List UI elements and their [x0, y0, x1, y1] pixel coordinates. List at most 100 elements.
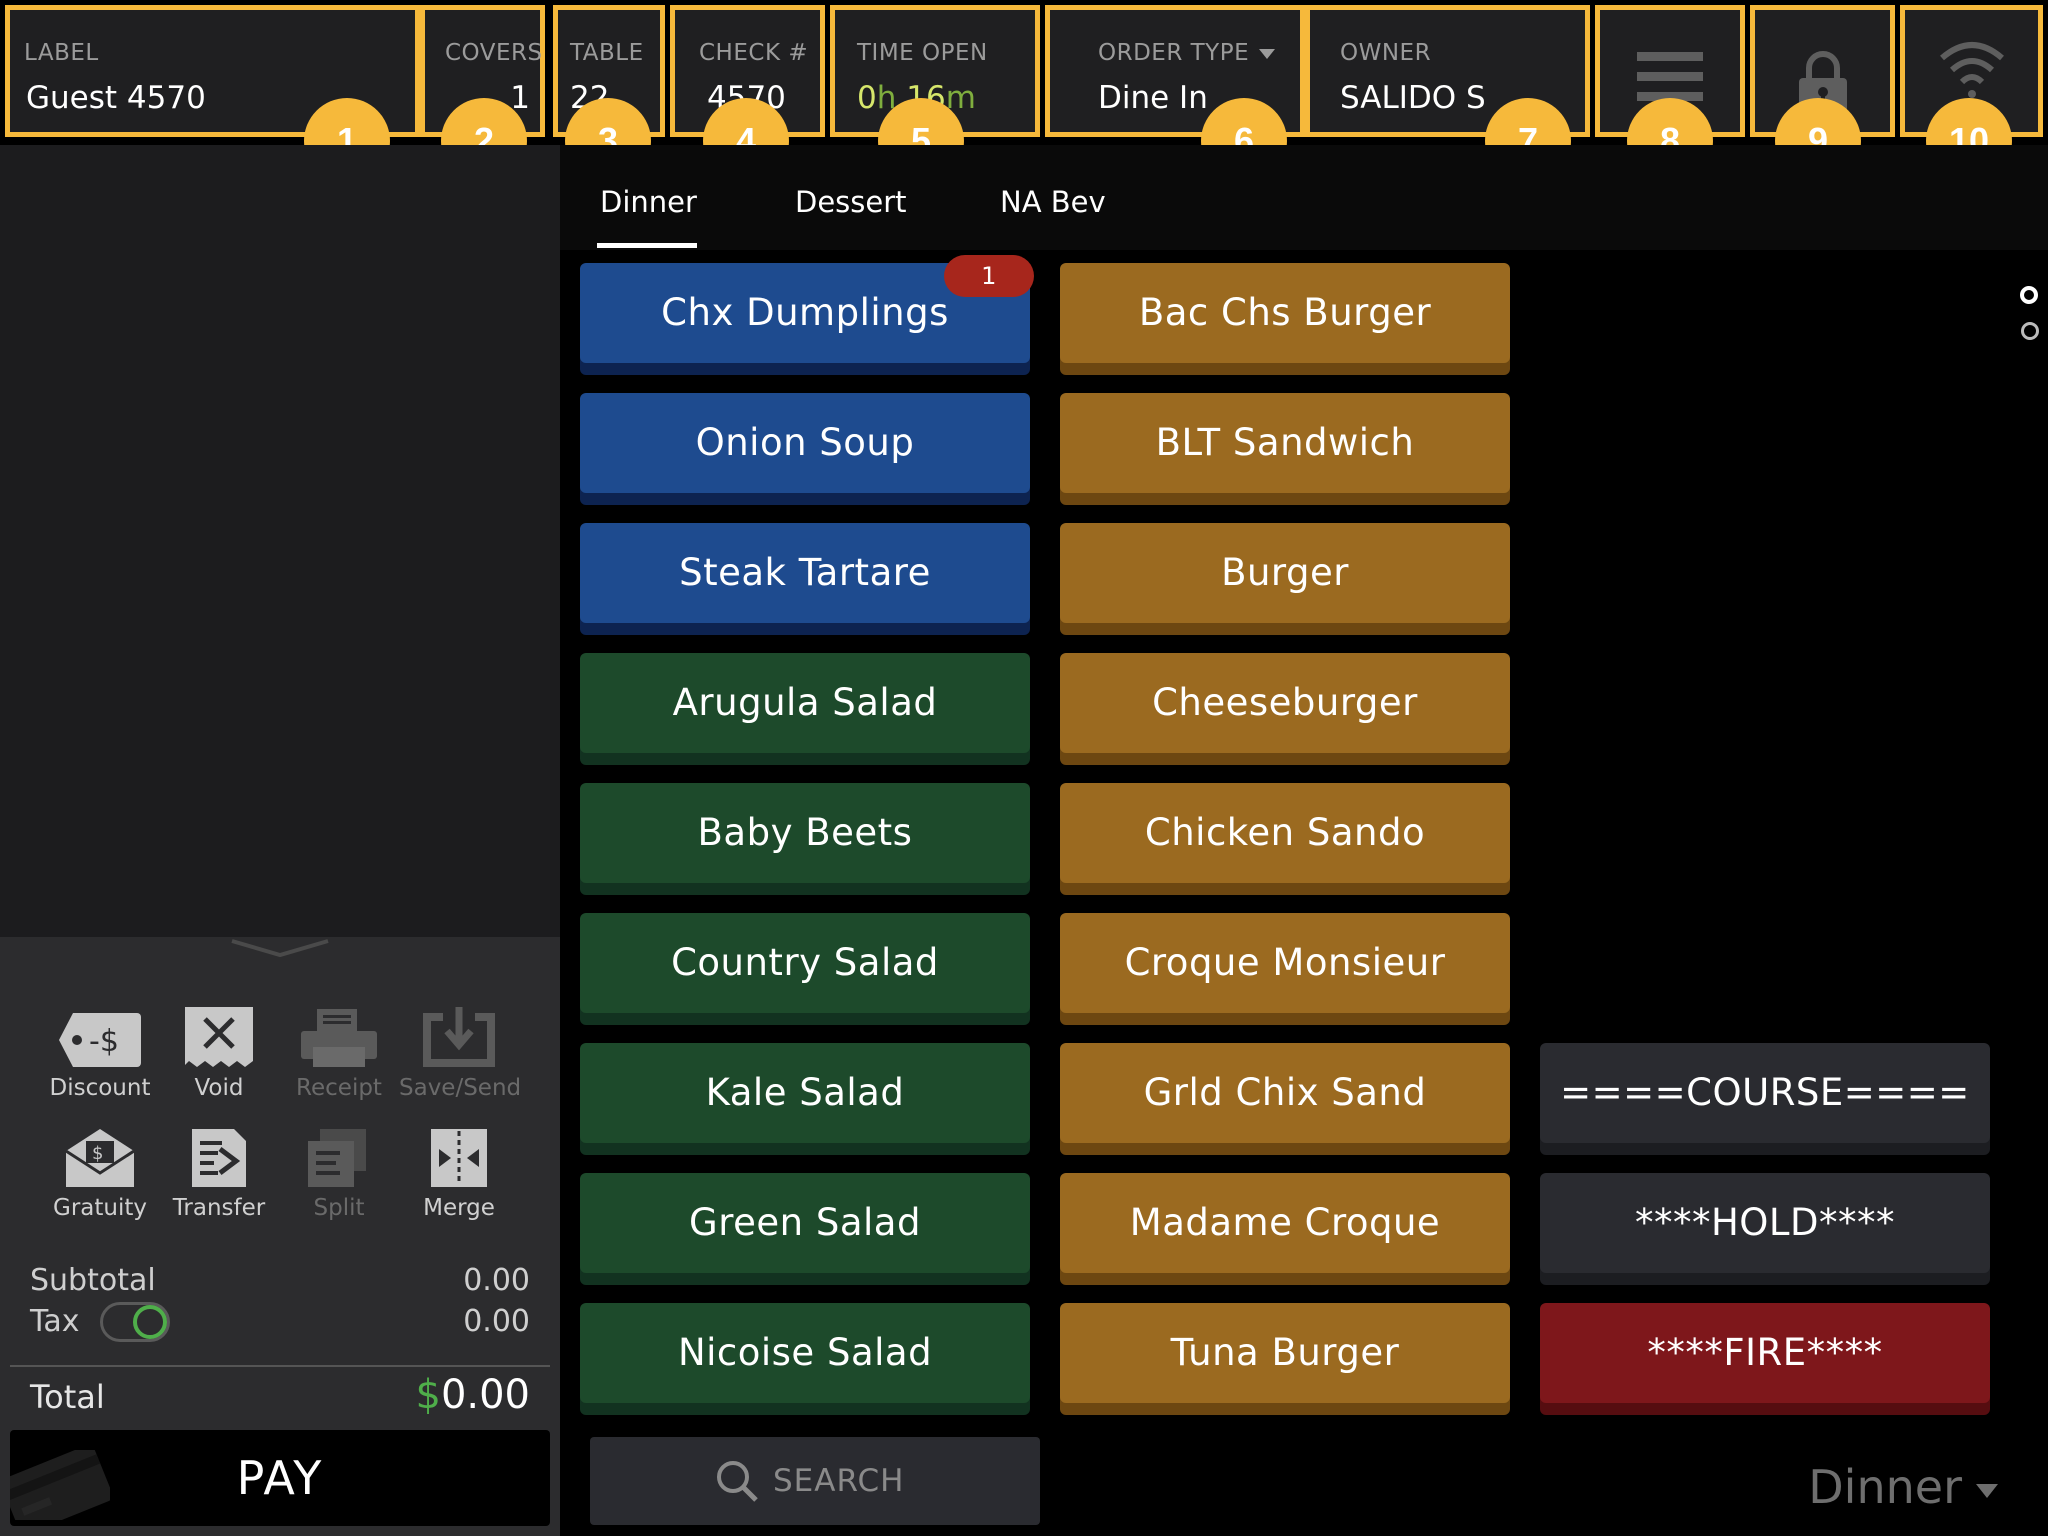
menu-item-grld-chix-sand[interactable]: Grld Chix Sand	[1060, 1043, 1510, 1143]
fire-button[interactable]: ****FIRE****	[1540, 1303, 1990, 1403]
menu-item-label: Chicken Sando	[1144, 811, 1426, 854]
menu-item-label: Grld Chix Sand	[1143, 1071, 1427, 1114]
course-button[interactable]: ====COURSE====	[1540, 1043, 1990, 1143]
chevron-down-icon	[1259, 48, 1276, 59]
currency-symbol: $	[415, 1372, 441, 1418]
menu-item-label: BLT Sandwich	[1155, 421, 1415, 464]
save-send-button[interactable]: Save/Send	[399, 989, 521, 1101]
gratuity-envelope-icon: $	[65, 1129, 135, 1187]
gratuity-button[interactable]: $ Gratuity	[40, 1109, 160, 1221]
merge-button[interactable]: Merge	[399, 1109, 519, 1221]
page-indicator-2[interactable]	[2021, 322, 2039, 340]
page-indicator-1[interactable]	[2020, 286, 2038, 304]
save-send-icon	[423, 1007, 495, 1067]
time-open-title: TIME OPEN	[857, 40, 988, 66]
menu-item-country-salad[interactable]: Country Salad	[580, 913, 1030, 1013]
split-document-icon	[308, 1129, 366, 1187]
subtotal-row: Subtotal 0.00	[30, 1263, 530, 1298]
total-value: 0.00	[440, 1372, 530, 1418]
label-field[interactable]: LABEL Guest 4570	[5, 5, 420, 137]
receipt-label: Receipt	[296, 1075, 382, 1101]
menu-item-label: Steak Tartare	[679, 551, 931, 594]
collapse-handle-icon[interactable]	[230, 937, 330, 961]
menu-item-steak-tartare[interactable]: Steak Tartare	[580, 523, 1030, 623]
check-header: LABEL Guest 4570 COVERS 1 TABLE 22 CHECK…	[0, 0, 2048, 184]
split-label: Split	[313, 1195, 365, 1221]
menu-item-chicken-sando[interactable]: Chicken Sando	[1060, 783, 1510, 883]
discount-button[interactable]: -$ Discount	[40, 989, 160, 1101]
label-value: Guest 4570	[26, 80, 206, 116]
totals-divider	[10, 1365, 550, 1367]
menu-item-label: Cheeseburger	[1152, 681, 1418, 724]
table-title: TABLE	[570, 40, 644, 66]
time-hours-unit: h	[876, 80, 897, 116]
menu-item-label: Baby Beets	[697, 811, 913, 854]
quantity-badge: 1	[944, 255, 1034, 297]
label-title: LABEL	[24, 40, 99, 66]
transfer-button[interactable]: Transfer	[159, 1109, 279, 1221]
menu-item-label: Arugula Salad	[672, 681, 938, 724]
menu-item-label: Country Salad	[671, 941, 939, 984]
menu-item-kale-salad[interactable]: Kale Salad	[580, 1043, 1030, 1143]
wifi-status[interactable]	[1900, 5, 2043, 137]
tab-na-bev[interactable]: NA Bev	[1000, 185, 1106, 219]
menu-item-nicoise-salad[interactable]: Nicoise Salad	[580, 1303, 1030, 1403]
time-hours: 0	[857, 80, 877, 116]
menu-item-label: Bac Chs Burger	[1138, 291, 1432, 334]
menu-item-label: ====COURSE====	[1560, 1071, 1970, 1114]
menu-item-label: Chx Dumplings	[661, 291, 949, 334]
hold-button[interactable]: ****HOLD****	[1540, 1173, 1990, 1273]
menu-item-label: Kale Salad	[705, 1071, 905, 1114]
menu-item-bac-chs-burger[interactable]: Bac Chs Burger	[1060, 263, 1510, 363]
covers-title: COVERS	[445, 40, 543, 66]
menu-item-chx-dumplings[interactable]: Chx Dumplings 1	[580, 255, 1034, 363]
menu-item-tuna-burger[interactable]: Tuna Burger	[1060, 1303, 1510, 1403]
svg-text:$: $	[92, 1143, 103, 1164]
order-type-value: Dine In	[1098, 80, 1208, 116]
menu-item-label: Nicoise Salad	[677, 1331, 933, 1374]
menu-item-burger[interactable]: Burger	[1060, 523, 1510, 623]
printer-icon	[301, 1009, 377, 1067]
menu-item-cheeseburger[interactable]: Cheeseburger	[1060, 653, 1510, 753]
menu-item-blt-sandwich[interactable]: BLT Sandwich	[1060, 393, 1510, 493]
menu-item-label: ****FIRE****	[1647, 1331, 1883, 1374]
menu-item-label: Madame Croque	[1129, 1201, 1441, 1244]
total-amount: $0.00	[415, 1372, 530, 1418]
tax-toggle[interactable]	[100, 1302, 170, 1342]
receipt-button[interactable]: Receipt	[279, 989, 399, 1101]
pay-button[interactable]: PAY	[10, 1430, 550, 1526]
menu-item-label: Croque Monsieur	[1124, 941, 1446, 984]
transfer-label: Transfer	[172, 1195, 266, 1221]
gratuity-label: Gratuity	[53, 1195, 147, 1221]
tab-dinner[interactable]: Dinner	[600, 185, 697, 219]
tax-label: Tax	[30, 1304, 80, 1339]
order-type-title: ORDER TYPE	[1098, 40, 1276, 66]
covers-value: 1	[510, 80, 530, 116]
menu-item-baby-beets[interactable]: Baby Beets	[580, 783, 1030, 883]
toggle-knob	[133, 1305, 167, 1339]
menu-item-madame-croque[interactable]: Madame Croque	[1060, 1173, 1510, 1273]
discount-label: Discount	[49, 1075, 151, 1101]
search-button[interactable]: SEARCH	[590, 1437, 1040, 1525]
tab-dessert[interactable]: Dessert	[795, 185, 907, 219]
svg-text:-$: -$	[89, 1024, 119, 1059]
total-row: Total $0.00	[30, 1372, 530, 1418]
menu-item-arugula-salad[interactable]: Arugula Salad	[580, 653, 1030, 753]
subtotal-label: Subtotal	[30, 1263, 156, 1298]
menu-item-onion-soup[interactable]: Onion Soup	[580, 393, 1030, 493]
wifi-icon	[1939, 42, 2004, 98]
menu-item-croque-monsieur[interactable]: Croque Monsieur	[1060, 913, 1510, 1013]
menu-item-label: Onion Soup	[695, 421, 915, 464]
split-button[interactable]: Split	[279, 1109, 399, 1221]
menu-item-green-salad[interactable]: Green Salad	[580, 1173, 1030, 1273]
merge-label: Merge	[423, 1195, 495, 1221]
owner-value: SALIDO S	[1340, 80, 1486, 116]
menu-item-label: Tuna Burger	[1170, 1331, 1400, 1374]
credit-card-icon	[10, 1450, 110, 1520]
tax-row: Tax 0.00	[30, 1302, 530, 1342]
menu-tabs: Dinner Dessert NA Bev	[560, 145, 2048, 250]
void-button[interactable]: Void	[159, 989, 279, 1101]
tax-value: 0.00	[463, 1304, 530, 1339]
menu-selector-dropdown[interactable]: Dinner	[1808, 1460, 1998, 1514]
menu-item-label: Green Salad	[689, 1201, 921, 1244]
